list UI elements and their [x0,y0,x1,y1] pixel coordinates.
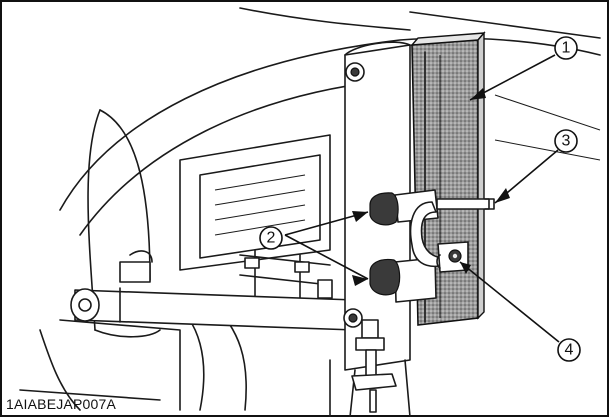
arrowhead-1 [470,88,486,100]
callout-4-number: 4 [565,342,574,359]
leader-line-4 [459,261,560,343]
leader-line-2b [284,234,369,280]
arrowhead-2a [352,211,368,222]
lower-fitting [351,319,397,413]
callout-2: 2 [259,226,283,250]
cabin-background [19,7,601,411]
arrowhead-3 [495,188,510,203]
callout-2-number: 2 [267,230,276,247]
lever-knobs [369,189,439,303]
callout-4: 4 [557,338,581,362]
hinge-pin [436,241,469,273]
arrowhead-4 [460,262,471,274]
callout-1-number: 1 [562,40,571,57]
figure-code-label: 1AIABEJAP007A [6,396,116,412]
callout-1: 1 [554,36,578,60]
callout-3: 3 [554,129,578,153]
callout-3-number: 3 [562,133,571,150]
arrowhead-2b [352,275,368,286]
hydraulic-cylinder [70,250,356,331]
